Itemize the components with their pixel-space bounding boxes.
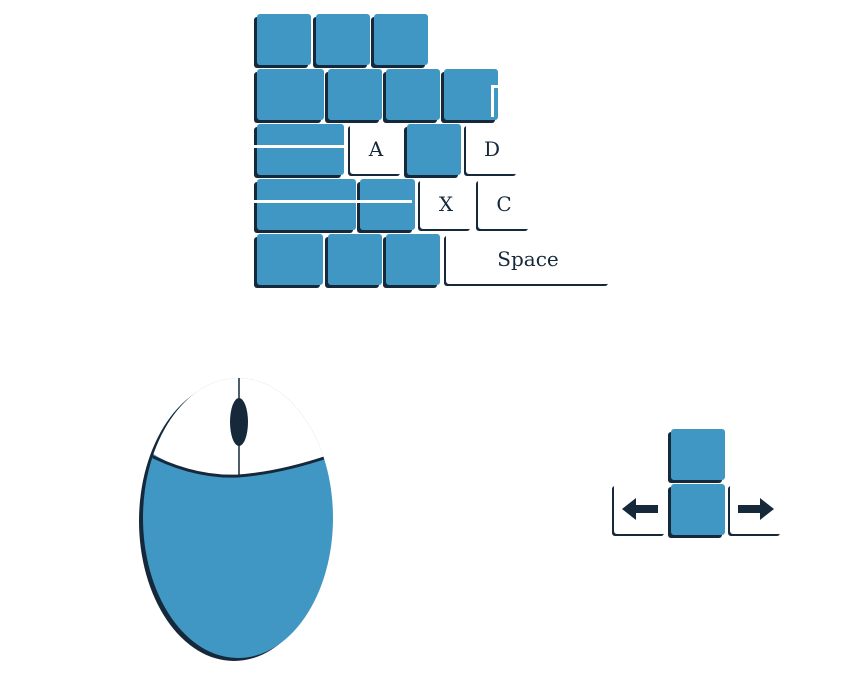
key: [257, 234, 323, 285]
key: [328, 234, 382, 285]
key-edge-mark: [491, 85, 494, 117]
key: [257, 124, 344, 175]
key: [328, 69, 382, 120]
key: [257, 69, 324, 120]
key: [386, 69, 440, 120]
right-arrow-icon: [738, 498, 774, 520]
up-key: [671, 429, 725, 480]
left-arrow-icon: [622, 498, 658, 520]
key: [407, 124, 461, 175]
key-c-label: C: [496, 192, 512, 216]
key-edge-mark: [254, 200, 412, 203]
key: [386, 234, 440, 285]
key-d-label: D: [483, 137, 501, 161]
key: [257, 14, 311, 65]
key-space-label: Space: [497, 247, 559, 271]
down-key: [671, 484, 725, 535]
key-edge-mark: [254, 145, 344, 148]
key-edge-mark: [491, 85, 500, 88]
key-d: D: [466, 124, 518, 174]
key-a-label: A: [368, 137, 384, 161]
right-key: [730, 484, 782, 534]
key: [360, 179, 415, 230]
key-x-label: X: [438, 192, 454, 216]
key: [444, 69, 498, 120]
key: [316, 14, 370, 65]
mouse-icon: [139, 378, 333, 661]
key-a: A: [350, 124, 402, 174]
key: [374, 14, 428, 65]
key-space: Space: [446, 234, 610, 284]
scroll-wheel: [230, 398, 248, 446]
mouse-button-edge: [143, 448, 331, 478]
key: [257, 179, 356, 230]
key-x: X: [420, 179, 472, 229]
left-key: [614, 484, 666, 534]
key-c: C: [478, 179, 530, 229]
